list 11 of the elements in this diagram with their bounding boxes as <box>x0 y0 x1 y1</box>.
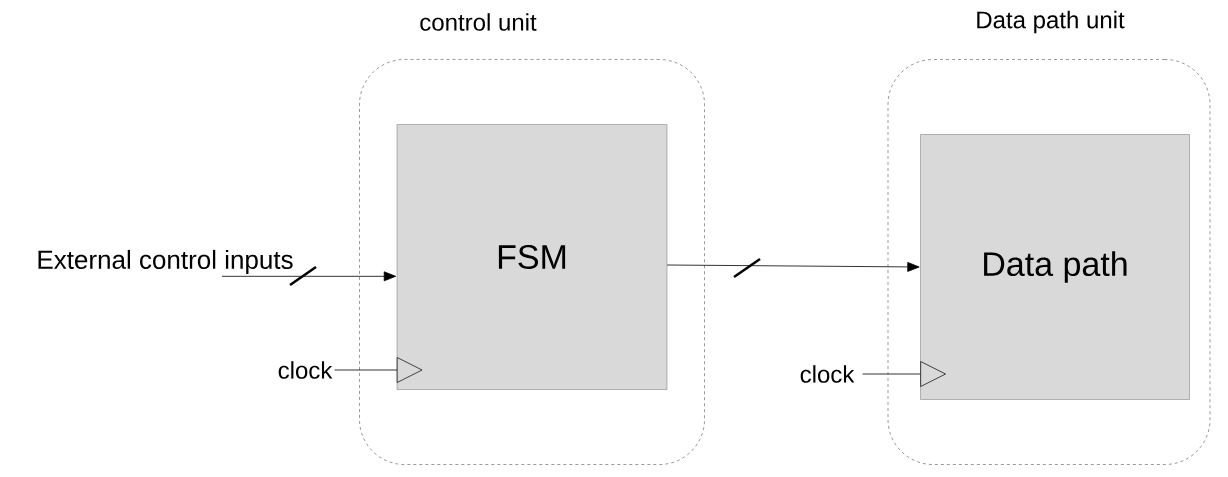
unit-label: control unit <box>420 13 537 31</box>
logic-block: Data path <box>920 134 1190 400</box>
arrow <box>334 357 423 383</box>
signal-label: clock <box>800 365 855 383</box>
arrow <box>862 361 946 387</box>
arrow <box>666 262 920 272</box>
arrow <box>221 271 397 282</box>
signal-label: clock <box>278 361 333 379</box>
signal-label: External control inputs <box>38 249 293 275</box>
unit-label: Data path unit <box>977 10 1125 34</box>
logic-block: FSM <box>396 124 668 390</box>
